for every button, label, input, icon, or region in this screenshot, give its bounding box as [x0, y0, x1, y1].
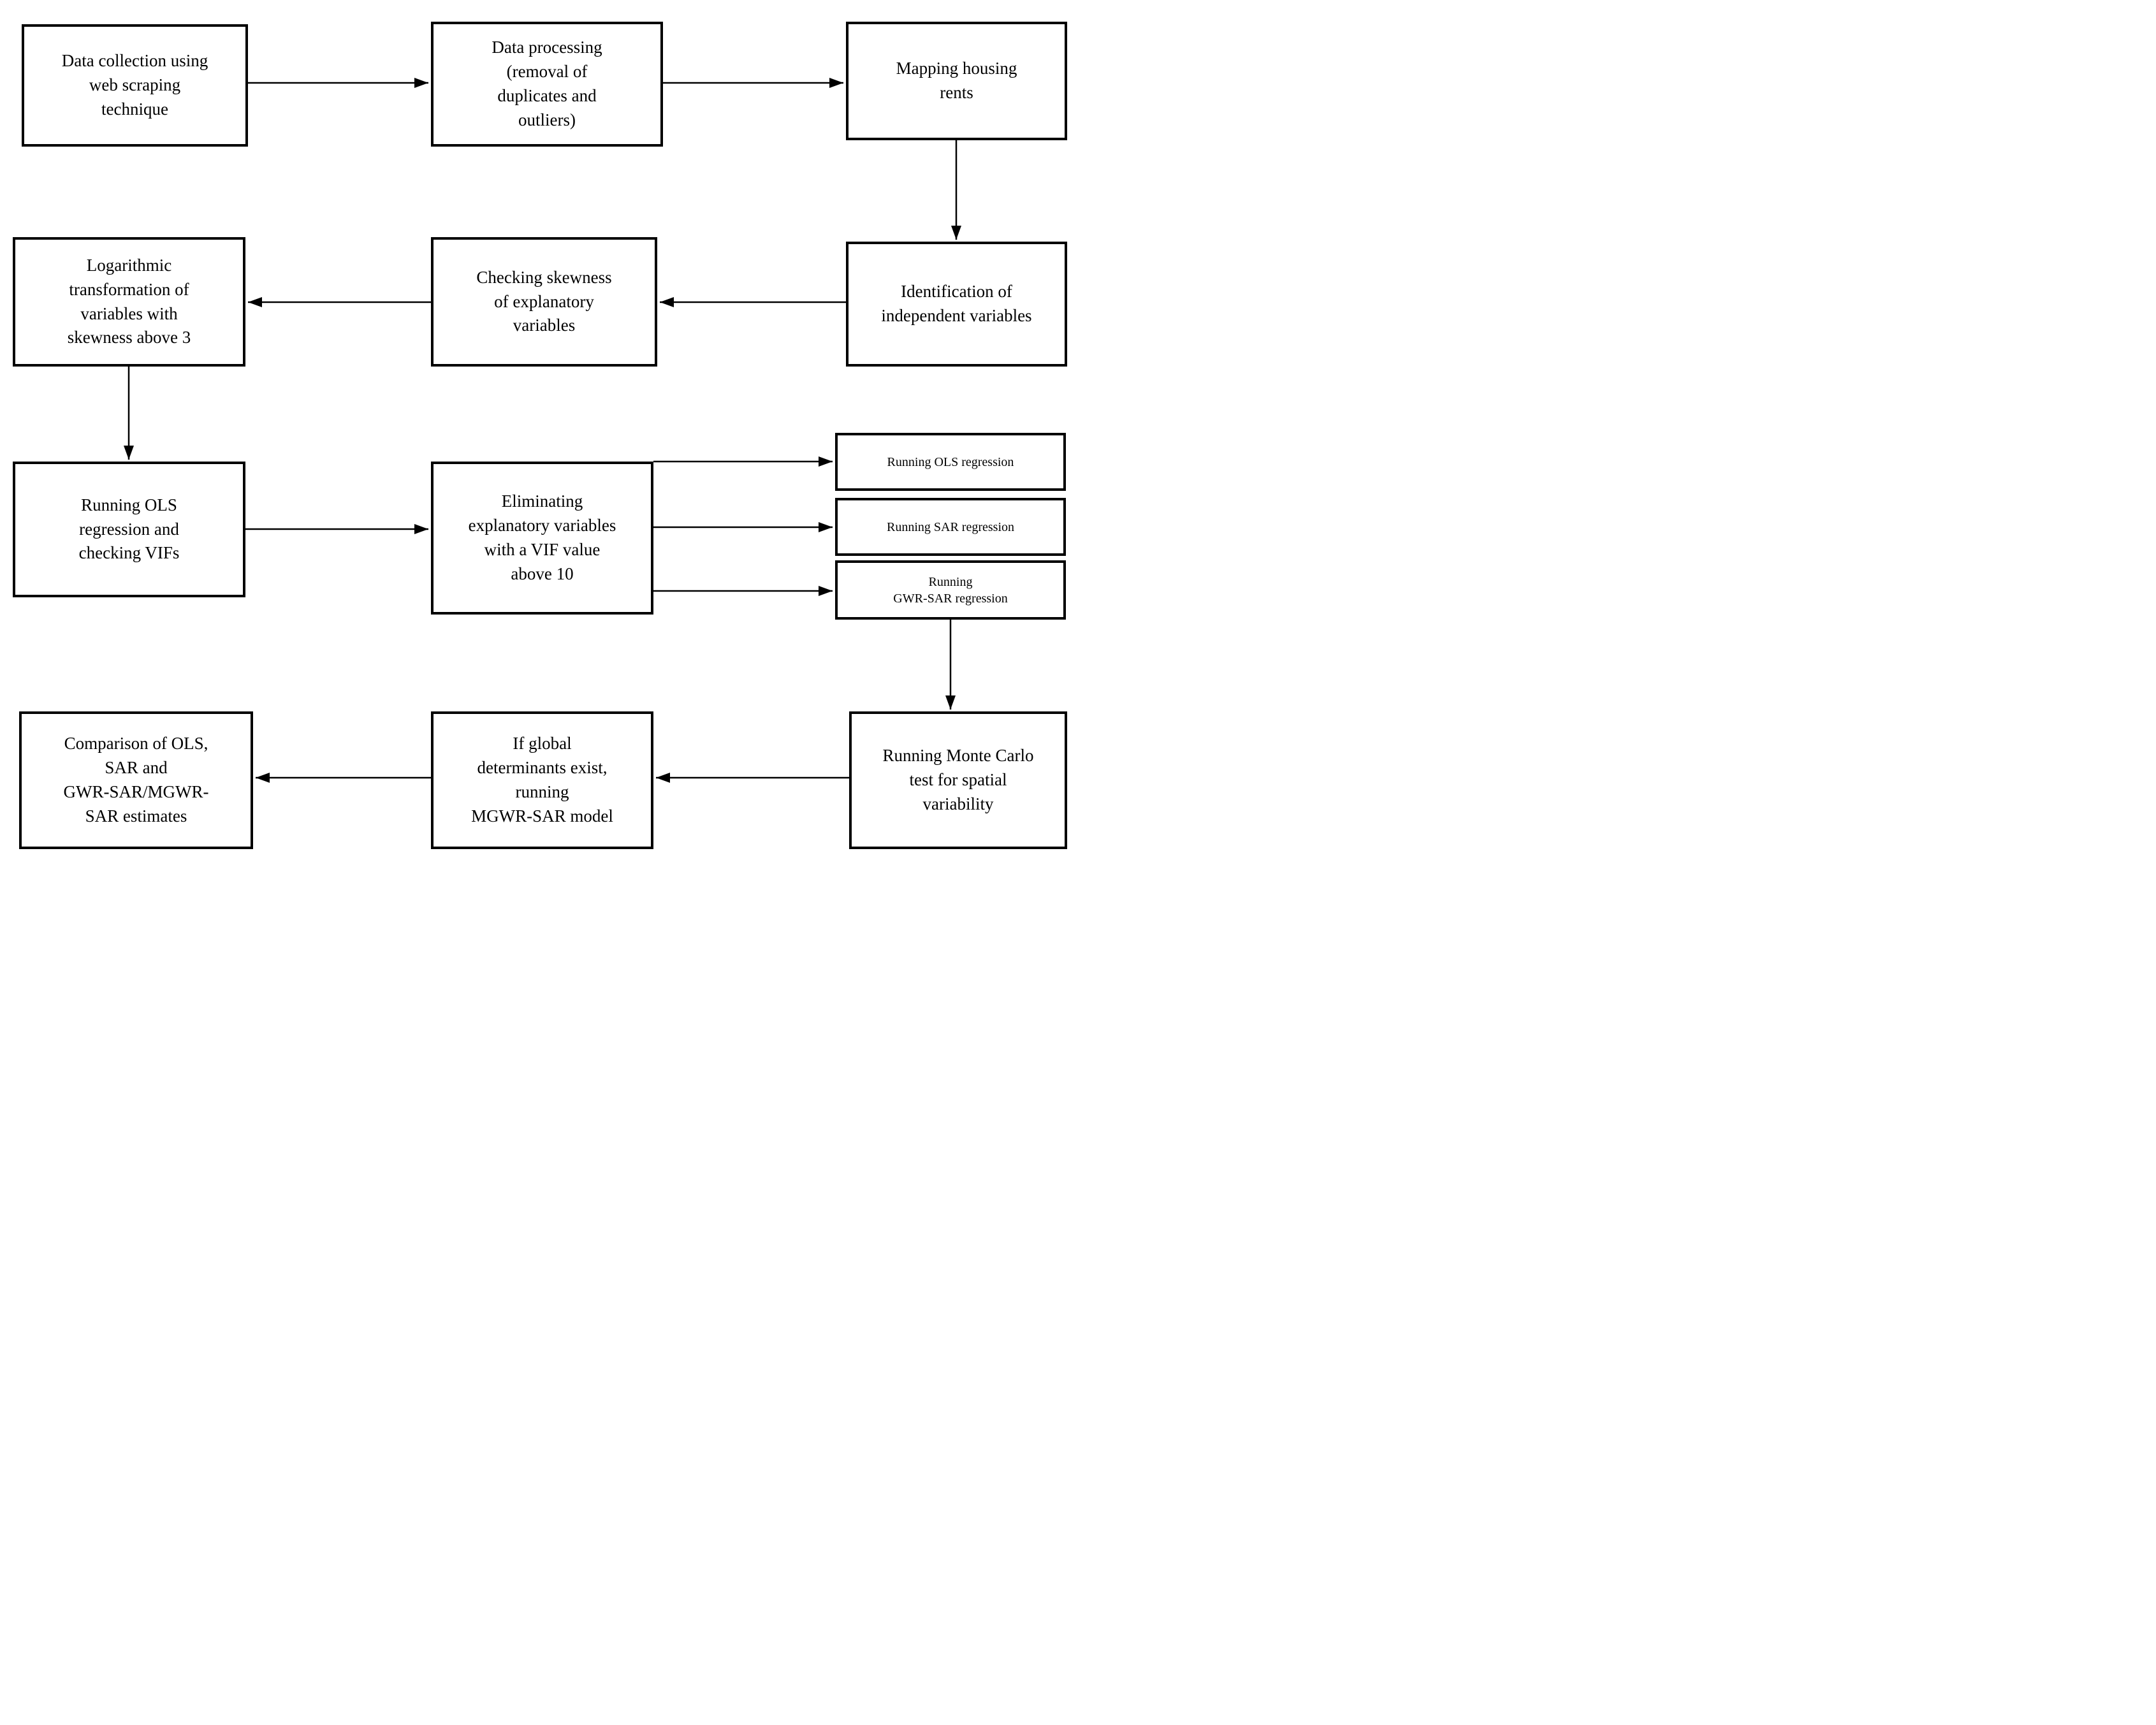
flow-node-identification: Identification of independent variables — [846, 242, 1067, 367]
flow-node-data-collection: Data collection using web scraping techn… — [22, 24, 248, 147]
flow-node-running-sar: Running SAR regression — [835, 498, 1066, 556]
flow-node-checking-skewness: Checking skewness of explanatory variabl… — [431, 237, 657, 367]
flow-node-mgwr-sar-model: If global determinants exist, running MG… — [431, 711, 653, 849]
flow-node-monte-carlo: Running Monte Carlo test for spatial var… — [849, 711, 1067, 849]
flow-node-mapping-rents: Mapping housing rents — [846, 22, 1067, 140]
flowchart-canvas: Data collection using web scraping techn… — [0, 0, 1078, 862]
flow-node-data-processing: Data processing (removal of duplicates a… — [431, 22, 663, 147]
flow-node-comparison: Comparison of OLS, SAR and GWR-SAR/MGWR-… — [19, 711, 253, 849]
flow-node-log-transformation: Logarithmic transformation of variables … — [13, 237, 245, 367]
flow-node-running-gwr-sar: Running GWR-SAR regression — [835, 560, 1066, 620]
flow-node-eliminating-vif: Eliminating explanatory variables with a… — [431, 462, 653, 615]
flow-node-ols-vifs: Running OLS regression and checking VIFs — [13, 462, 245, 597]
flow-node-running-ols: Running OLS regression — [835, 433, 1066, 491]
